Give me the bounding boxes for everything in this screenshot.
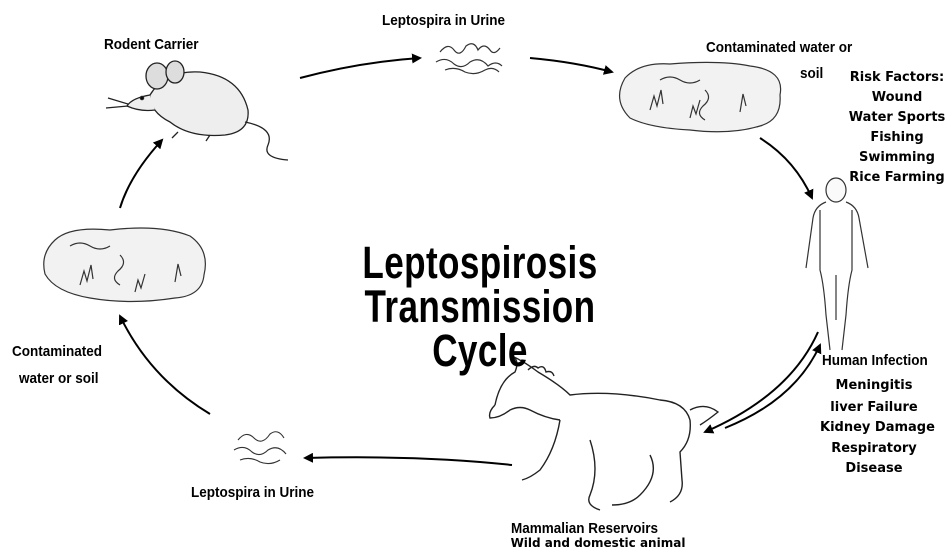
human-infection-heading: Human Infection [822,351,928,370]
urine-top-label: Leptospira in Urine [382,11,505,30]
human-infection-item: liver Failure [820,398,928,418]
arrow-human-to-horse [705,332,818,432]
arrow-rodent-to-urine [300,58,420,78]
risk-factor-item: Fishing [848,128,946,148]
arrow-urine-to-water [530,58,612,72]
mammalian-reservoirs-sub: Wild and domestic animal [508,535,688,551]
human-infection-item: Disease [820,459,928,479]
horse-drawing [490,356,718,510]
risk-factor-item: Swimming [848,148,946,168]
urine-bottom-label: Leptospira in Urine [191,483,314,502]
arrow-water-to-human [760,138,812,198]
risk-factor-item: Water Sports [848,108,946,128]
human-infection-item: Kidney Damage [820,418,928,438]
title-line-1: Leptospirosis Transmission [246,241,714,329]
risk-factor-item: Rice Farming [848,168,946,188]
urine-top-drawing [436,44,502,74]
contaminated-right-label-line1: Contaminated water or [706,38,852,57]
water-right-drawing [620,62,781,131]
human-infection-item: Respiratory [820,439,928,459]
rodent-carrier-label: Rodent Carrier [104,35,199,54]
rodent-drawing [106,61,288,160]
arrow-horse-to-urine [305,457,512,465]
contaminated-left-label-line2: water or soil [19,369,99,388]
water-left-drawing [44,228,206,302]
arrow-urine-to-soil [120,316,210,414]
diagram-title: Leptospirosis Transmission Cycle [246,241,714,373]
risk-factors-heading: Risk Factors: [848,68,946,88]
risk-factor-item: Wound [848,88,946,108]
title-line-2: Cycle [246,329,714,373]
contaminated-left-label-line1: Contaminated [12,342,102,361]
urine-bottom-drawing [234,432,286,464]
human-infection-item: Meningitis [820,376,928,396]
human-drawing [806,178,868,350]
arrow-soil-to-rodent [120,140,162,208]
contaminated-right-label-line2: soil [800,64,823,83]
